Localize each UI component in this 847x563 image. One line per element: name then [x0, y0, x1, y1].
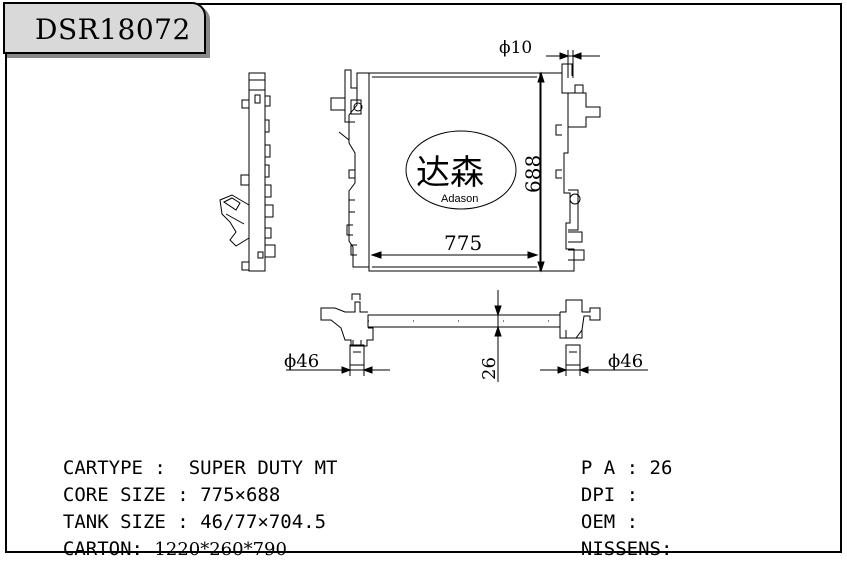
dim-pipe-top — [546, 50, 600, 78]
spec-oem-label: OEM : — [580, 511, 639, 533]
dim-depth-label: 26 — [479, 357, 500, 380]
drawing-frame — [5, 3, 842, 553]
spec-nissens-label: NISSENS: — [580, 538, 673, 560]
spec-pa-value: 26 — [649, 457, 673, 479]
spec-cartype: CARTYPE : SUPER DUTY MT — [40, 429, 338, 481]
spec-pa-label: P A : — [580, 457, 639, 479]
spec-tank-size: TANK SIZE : 46/77×704.5 — [40, 483, 326, 535]
spec-dpi: DPI : — [558, 456, 650, 508]
part-code: DSR18072 — [35, 13, 191, 46]
dim-inlet-right-label: ϕ46 — [608, 351, 643, 372]
spec-carton-value: 1220*260*790 — [154, 539, 287, 560]
spec-oem: OEM : — [558, 483, 650, 535]
spec-tank-size-value: 46/77×704.5 — [200, 511, 327, 533]
spec-core-size: CORE SIZE : 775×688 — [40, 456, 280, 508]
side-view — [219, 72, 276, 272]
part-code-tab: DSR18072 — [3, 2, 206, 54]
spec-cartype-value: SUPER DUTY MT — [188, 457, 338, 479]
spec-carton: CARTON: 1220*260*790 — [40, 510, 287, 563]
dim-inlet-right — [540, 362, 648, 376]
spec-nissens: NISSENS: — [558, 510, 684, 562]
logo-english: Adason — [441, 193, 478, 205]
dim-inlet-left-label: ϕ46 — [284, 351, 319, 372]
dim-height-label: 688 — [521, 155, 545, 193]
spec-carton-label: CARTON: — [62, 538, 143, 560]
front-view — [330, 63, 601, 272]
spec-core-size-value: 775×688 — [200, 484, 281, 506]
dim-pipe-top-label: ϕ10 — [499, 38, 532, 58]
dim-width — [370, 251, 539, 259]
dim-depth — [494, 290, 502, 382]
dim-inlet-left — [286, 362, 390, 376]
spec-pa: P A : 26 — [558, 429, 673, 481]
logo-chinese: 达森 — [416, 153, 484, 193]
spec-cartype-label: CARTYPE : — [62, 457, 166, 479]
dim-width-label: 775 — [444, 231, 482, 255]
dim-height — [537, 71, 545, 273]
spec-core-size-label: CORE SIZE : — [62, 484, 189, 506]
top-view — [320, 293, 601, 366]
spec-tank-size-label: TANK SIZE : — [62, 511, 189, 533]
spec-dpi-label: DPI : — [580, 484, 639, 506]
logo-ellipse — [405, 130, 517, 210]
